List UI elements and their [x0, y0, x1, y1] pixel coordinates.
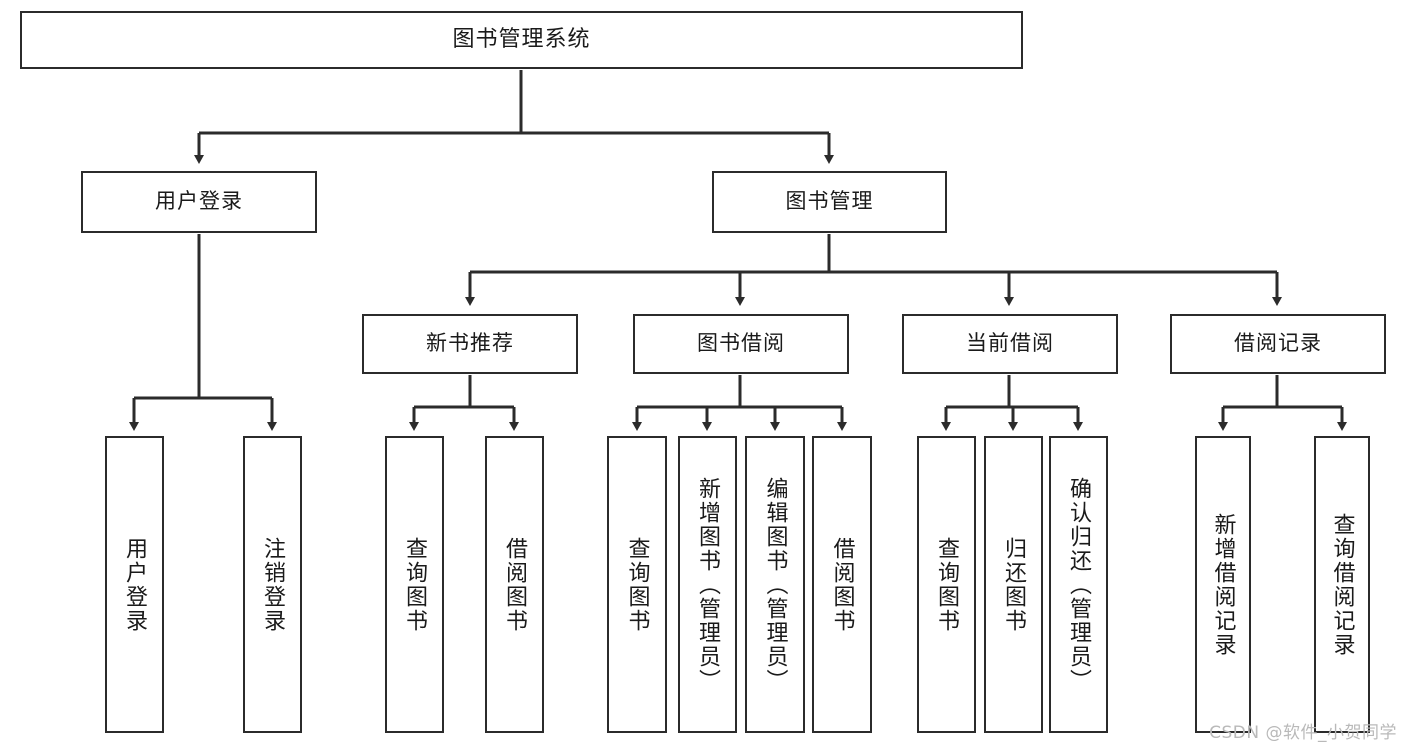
leaf-book-borrow-query-book[interactable]: 查询图书 [607, 436, 667, 733]
leaf-label: 查询图书 [402, 536, 428, 633]
leaf-book-borrow-borrow-book[interactable]: 借阅图书 [812, 436, 872, 733]
leaf-label: 查询图书 [624, 536, 650, 633]
leaf-new-book-query-book[interactable]: 查询图书 [385, 436, 444, 733]
leaf-user-login-logout[interactable]: 注销登录 [243, 436, 302, 733]
node-book-management[interactable]: 图书管理 [712, 171, 947, 233]
leaf-user-login-login[interactable]: 用户登录 [105, 436, 164, 733]
leaf-current-borrow-confirm-return-admin[interactable]: 确认归还（管理员） [1049, 436, 1108, 733]
leaf-label: 归还图书 [1001, 536, 1027, 633]
leaf-borrow-record-add-record[interactable]: 新增借阅记录 [1195, 436, 1251, 733]
leaf-book-borrow-add-book-admin[interactable]: 新增图书（管理员） [678, 436, 737, 733]
leaf-label: 查询借阅记录 [1329, 512, 1355, 657]
node-book-borrowing[interactable]: 图书借阅 [633, 314, 849, 374]
leaf-label: 查询图书 [934, 536, 960, 633]
leaf-new-book-borrow-book[interactable]: 借阅图书 [485, 436, 544, 733]
node-user-login[interactable]: 用户登录 [81, 171, 317, 233]
leaf-label: 编辑图书（管理员） [762, 476, 788, 693]
leaf-label: 新增借阅记录 [1210, 512, 1236, 657]
csdn-watermark: CSDN @软件_小贺同学 [1209, 723, 1397, 743]
leaf-book-borrow-edit-book-admin[interactable]: 编辑图书（管理员） [745, 436, 805, 733]
leaf-label: 借阅图书 [502, 536, 528, 633]
leaf-label: 借阅图书 [829, 536, 855, 633]
leaf-borrow-record-query-record[interactable]: 查询借阅记录 [1314, 436, 1370, 733]
leaf-current-borrow-return-book[interactable]: 归还图书 [984, 436, 1043, 733]
node-borrowing-record[interactable]: 借阅记录 [1170, 314, 1386, 374]
node-current-borrowing[interactable]: 当前借阅 [902, 314, 1118, 374]
leaf-label: 注销登录 [260, 536, 286, 633]
leaf-label: 新增图书（管理员） [695, 476, 721, 693]
node-new-book-recommendation[interactable]: 新书推荐 [362, 314, 578, 374]
node-root-book-management-system[interactable]: 图书管理系统 [20, 11, 1023, 69]
leaf-label: 用户登录 [122, 536, 148, 633]
leaf-current-borrow-query-book[interactable]: 查询图书 [917, 436, 976, 733]
leaf-label: 确认归还（管理员） [1066, 476, 1092, 693]
